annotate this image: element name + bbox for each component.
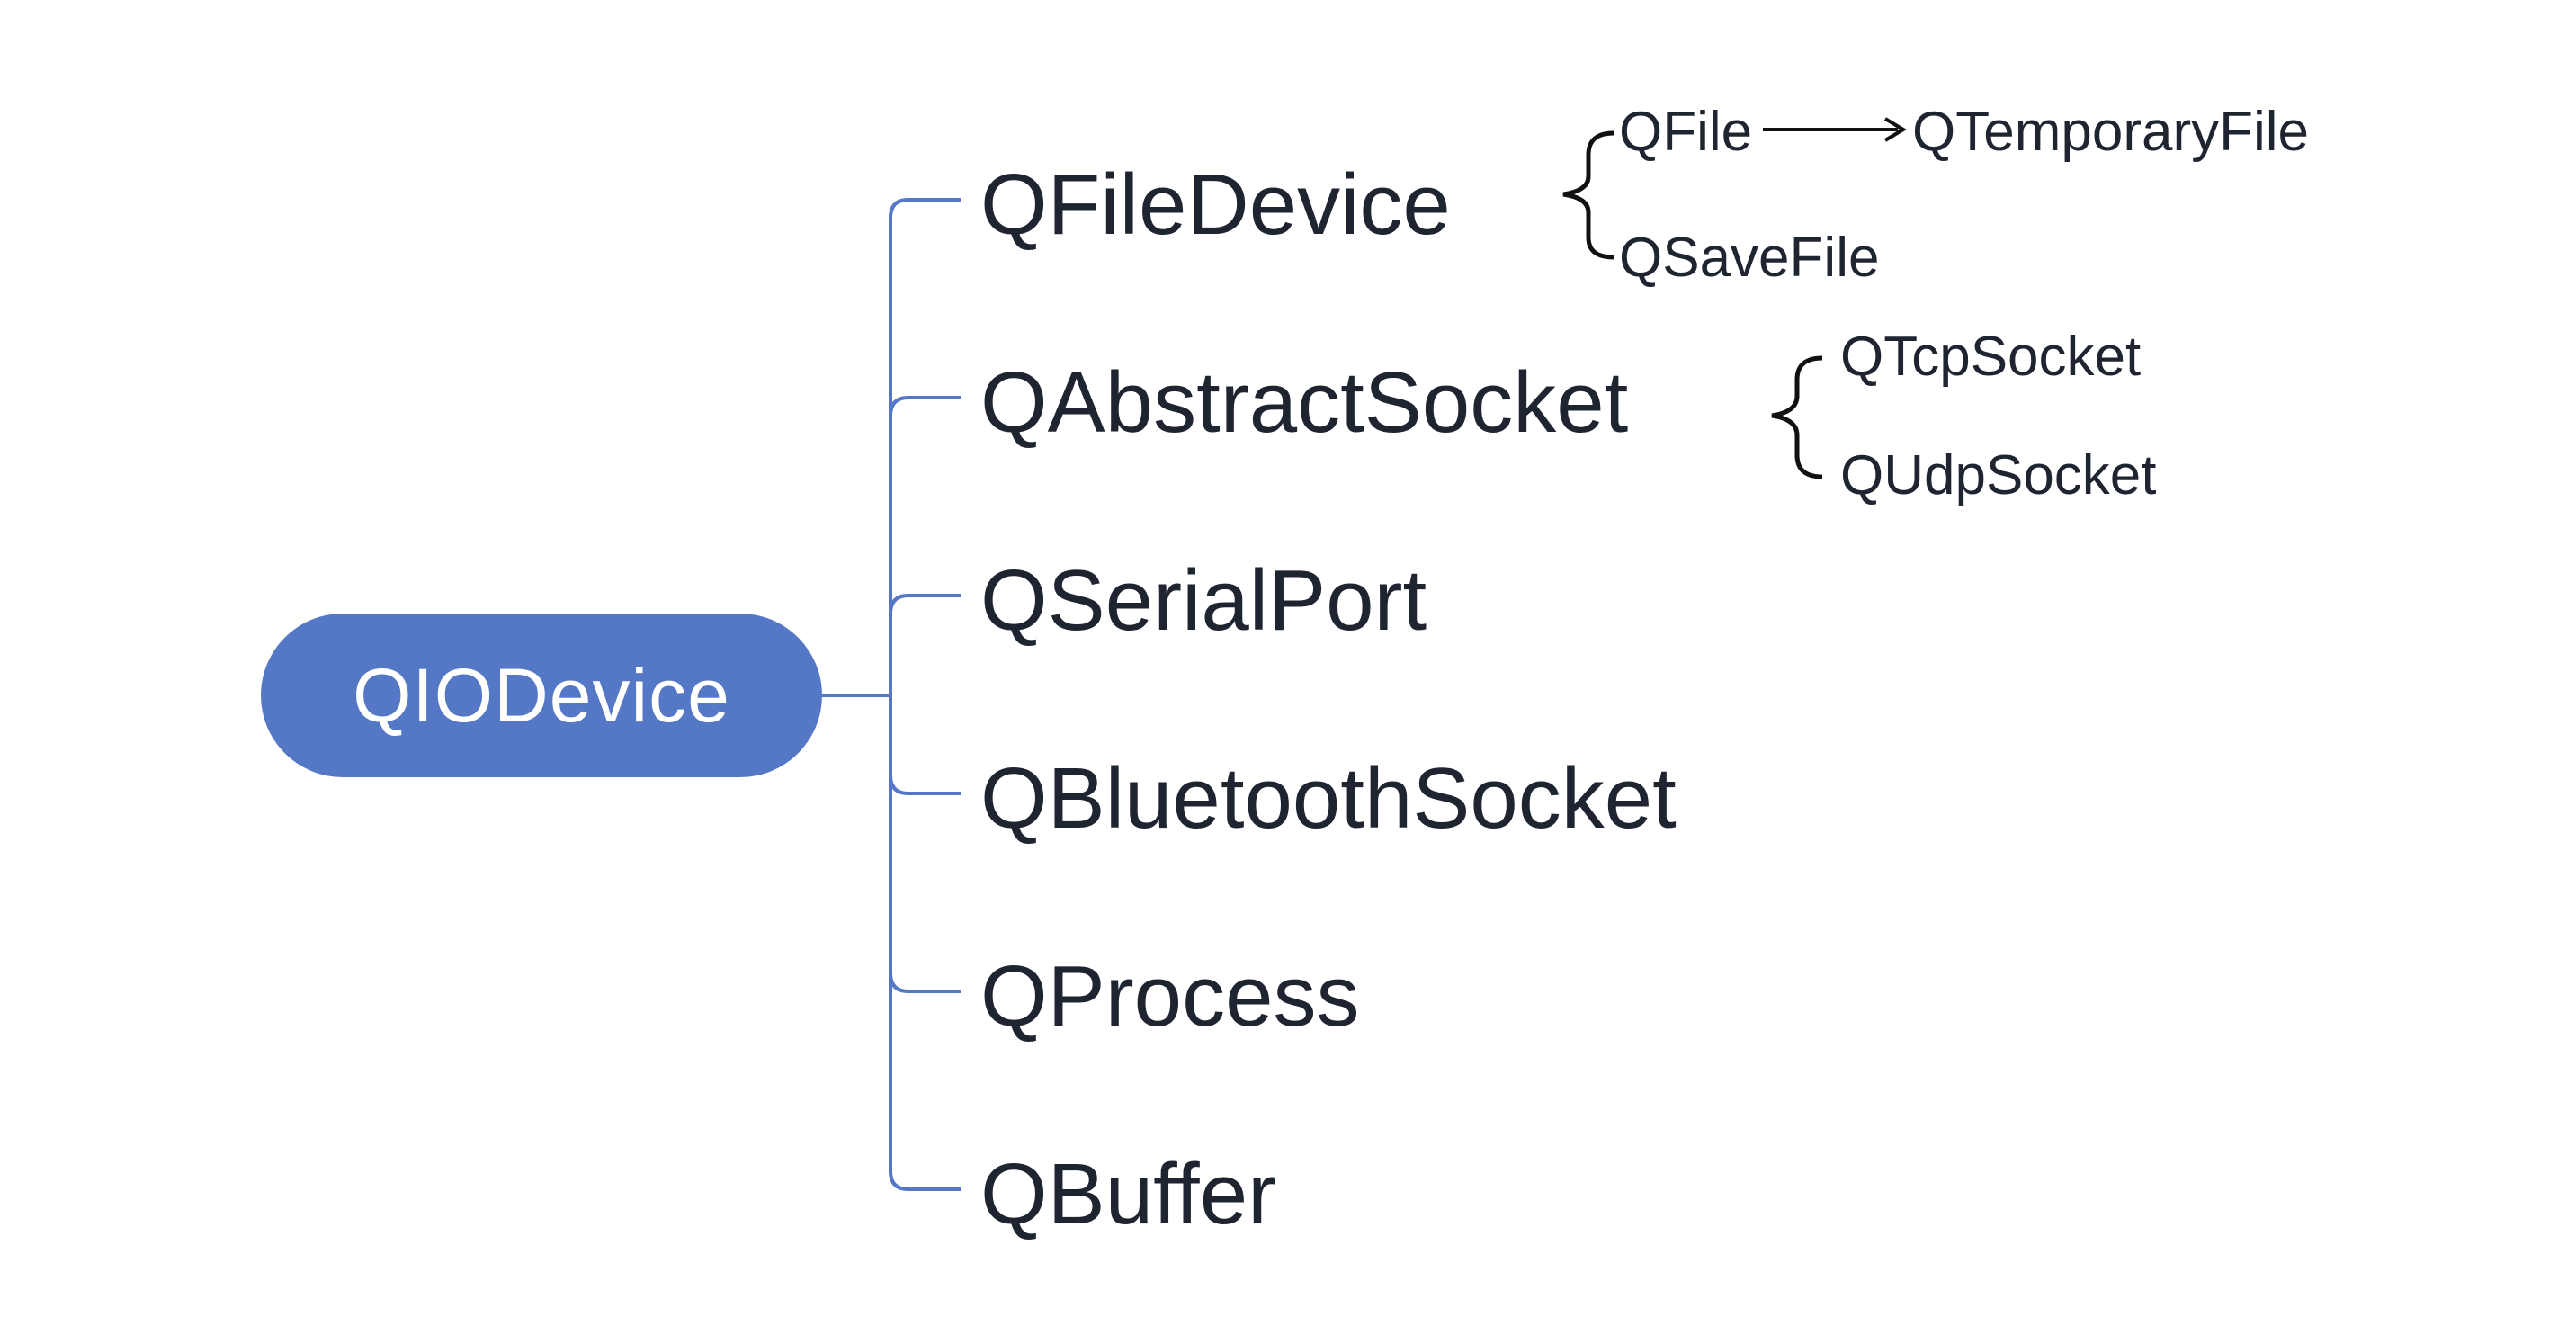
brace-qfiledevice [1562, 130, 1614, 260]
leaf-node-qsavefile: QSaveFile [1619, 227, 1880, 289]
leaf-node-qudpsocket: QUdpSocket [1840, 444, 2157, 506]
leaf-node-qtemporaryfile: QTemporaryFile [1912, 101, 2309, 163]
child-node-qabstractsocket: QAbstractSocket [980, 354, 1629, 451]
child-node-qbuffer: QBuffer [980, 1146, 1277, 1242]
child-node-qserialport: QSerialPort [980, 552, 1427, 649]
brace-qabstractsocket [1771, 355, 1823, 479]
inheritance-arrowhead [1883, 117, 1907, 142]
child-node-qprocess: QProcess [980, 948, 1360, 1044]
tree-trunk [889, 198, 961, 1191]
branch-connector-qprocess [889, 972, 961, 993]
leaf-node-qfile: QFile [1619, 101, 1753, 163]
leaf-node-qtcpsocket: QTcpSocket [1840, 326, 2142, 388]
child-node-qfiledevice: QFileDevice [980, 157, 1451, 253]
branch-connector-qbluetoothsocket [889, 775, 961, 795]
root-node-qiodevice: QIODevice [261, 614, 822, 777]
child-node-qbluetoothsocket: QBluetoothSocket [980, 750, 1677, 847]
root-node-label: QIODevice [353, 652, 730, 738]
branch-connector-qserialport [889, 594, 961, 614]
branch-connector-qabstractsocket [889, 396, 961, 417]
